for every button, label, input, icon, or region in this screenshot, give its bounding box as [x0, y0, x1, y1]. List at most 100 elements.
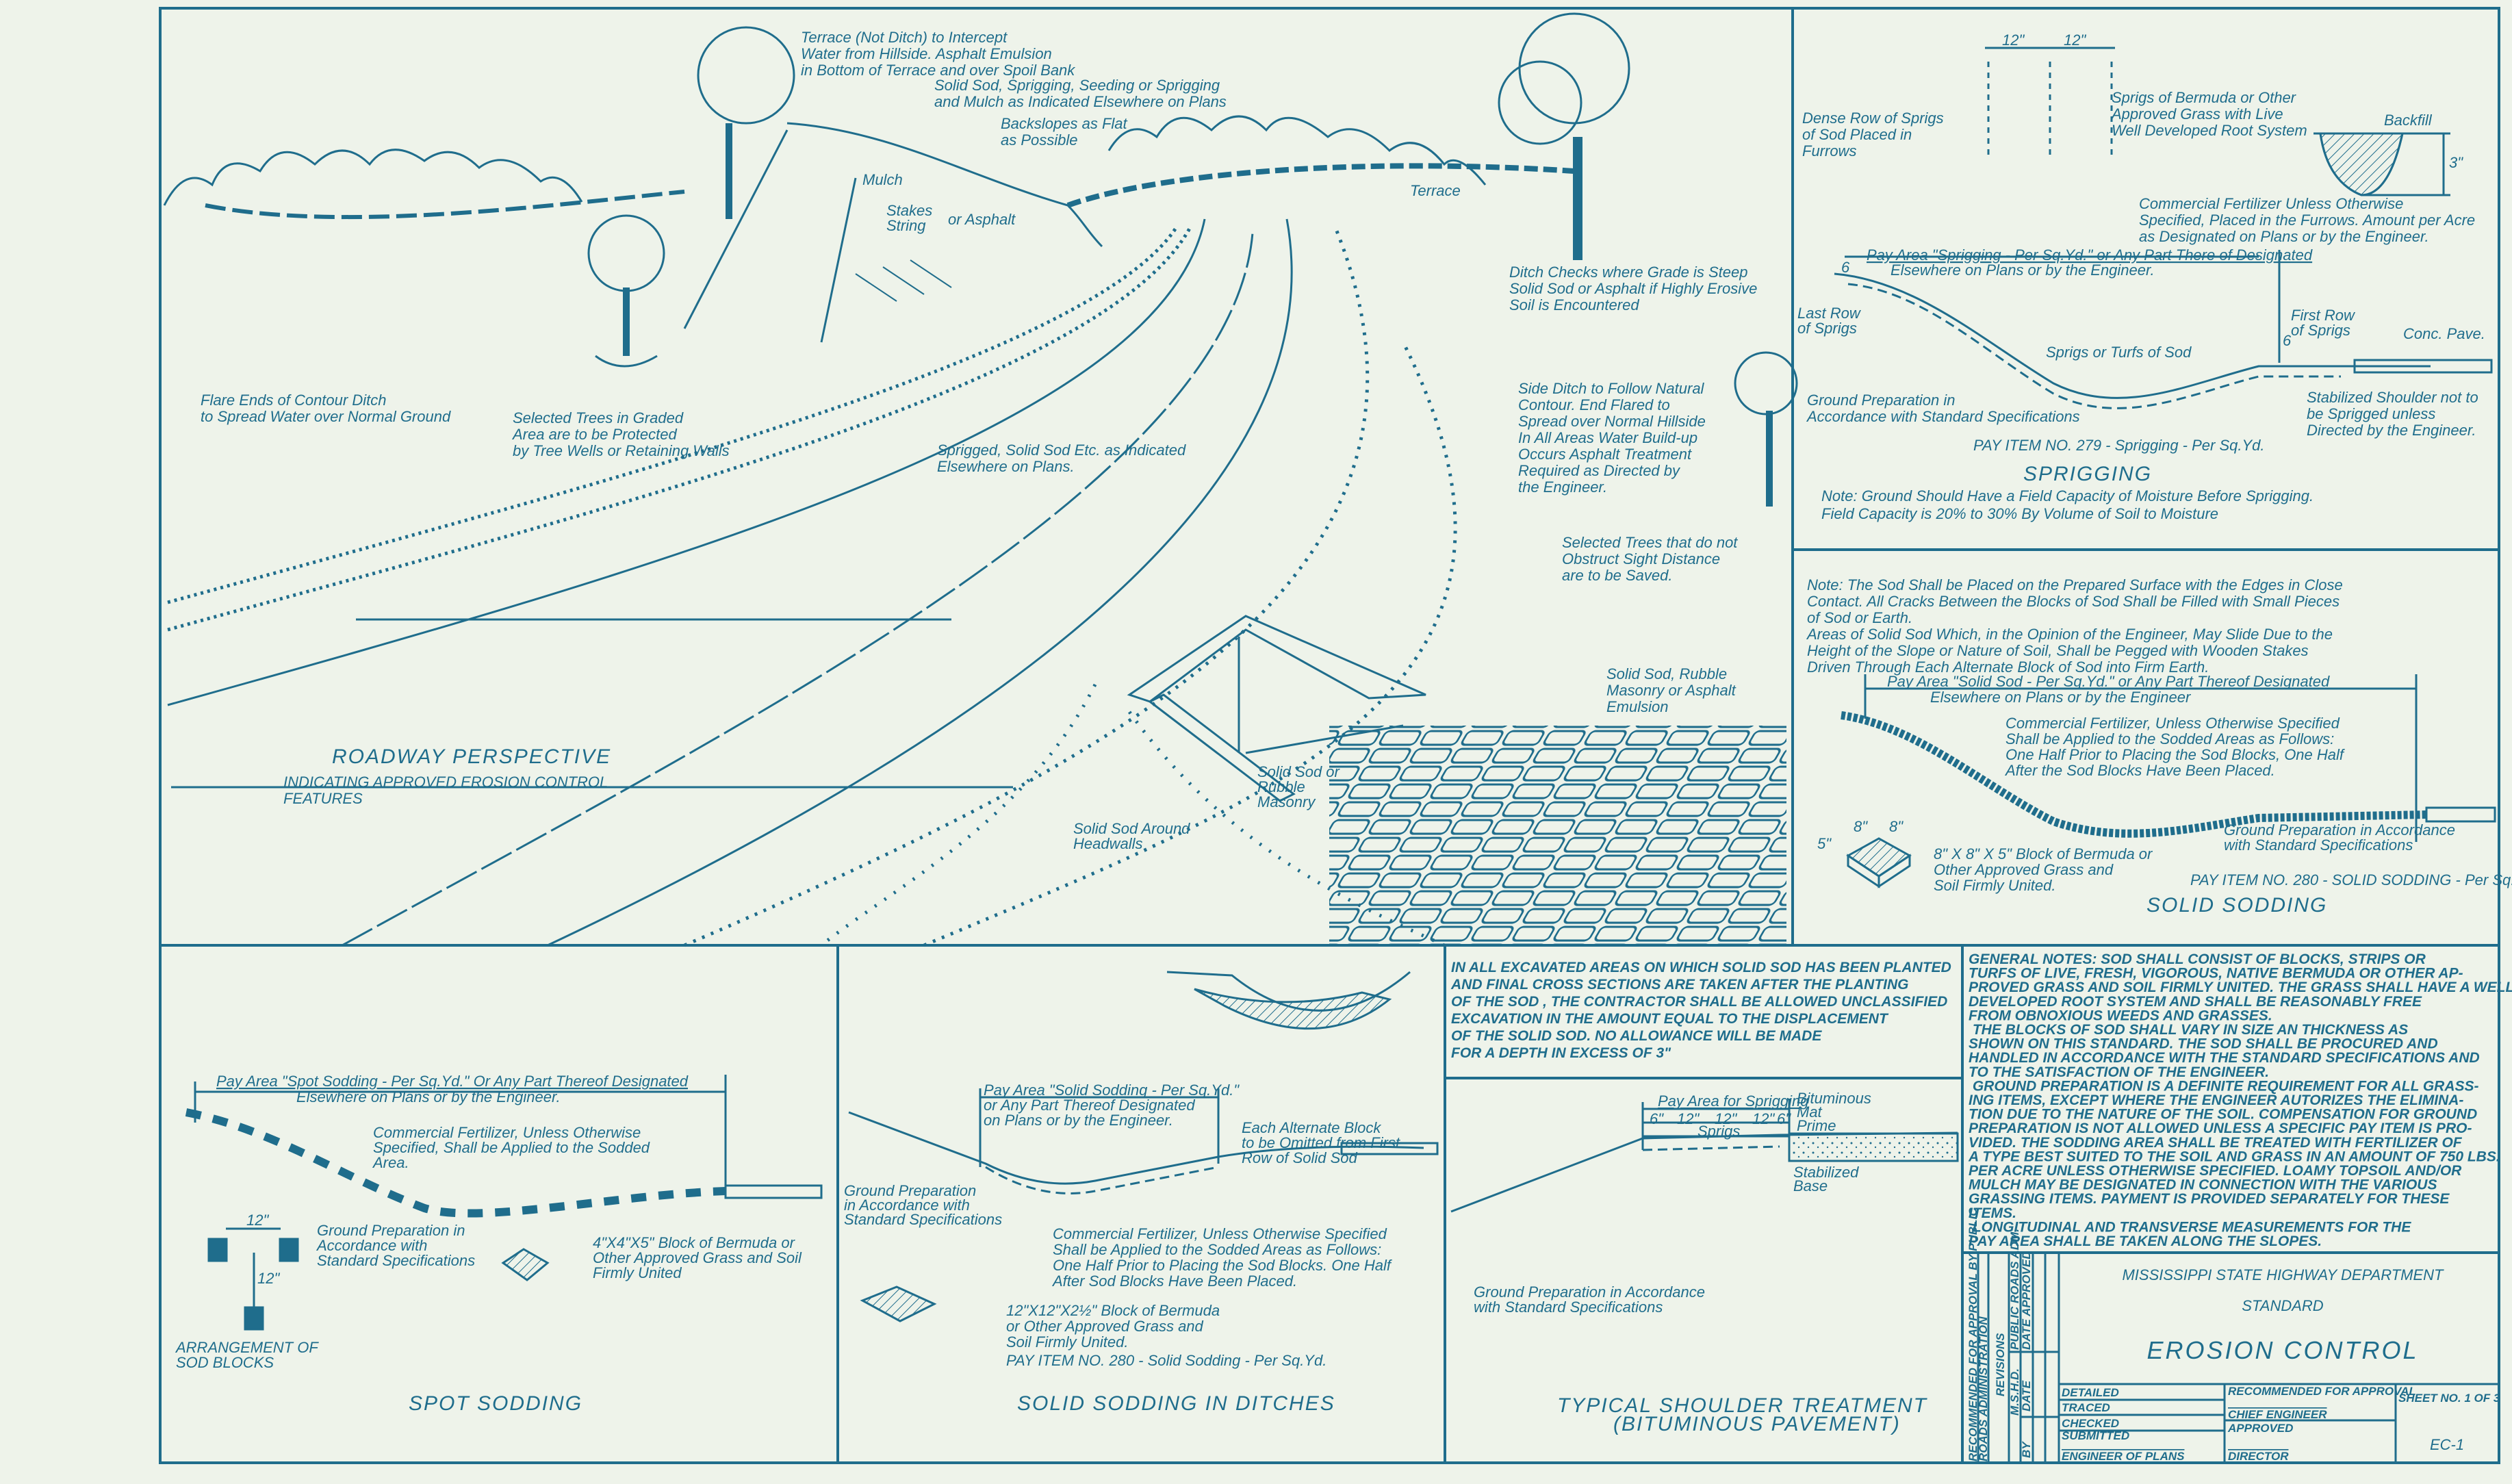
- text-line: ITEMS.: [1969, 1205, 2016, 1221]
- dimension-label: 12": [1677, 1110, 1700, 1127]
- pay-area-label: Pay Area "Solid Sod - Per Sq.Yd." or Any…: [1887, 673, 2330, 690]
- revision-column-label: M.S.H.D.: [2008, 1368, 2021, 1416]
- text-line: Other Approved Grass and: [1934, 861, 2114, 878]
- approved-label: APPROVED: [2227, 1422, 2293, 1435]
- revision-column-label: RECOMMENDED FOR APPROVAL BY PUBLIC: [1966, 1207, 1979, 1461]
- text-line: Stakes: [886, 202, 932, 219]
- text-line: DEVELOPED ROOT SYSTEM AND SHALL BE REASO…: [1969, 994, 2422, 1010]
- shoulder-subtitle: (BITUMINOUS PAVEMENT): [1613, 1413, 1901, 1435]
- engineer-of-plans-label: ENGINEER OF PLANS: [2062, 1450, 2185, 1463]
- revision-column-label: BY: [2020, 1441, 2033, 1458]
- pay-area-label: Pay Area "Sprigging - Per Sq.Yd." or Any…: [1867, 246, 2313, 264]
- text-line: Ground Preparation in Accordance: [2224, 821, 2455, 839]
- solid-sodding-note: Note: The Sod Shall be Placed on the Pre…: [1806, 576, 2343, 676]
- text-line: Other Approved Grass and Soil: [593, 1249, 802, 1266]
- revision-column-label: PUBLIC ROADS ADM.: [2008, 1229, 2021, 1350]
- text-line: AND FINAL CROSS SECTIONS ARE TAKEN AFTER…: [1450, 977, 1909, 993]
- text-line: Backslopes as Flat: [1001, 115, 1128, 132]
- text-line: Contour. End Flared to: [1518, 396, 1670, 413]
- text-line: TO THE SATISFACTION OF THE ENGINEER.: [1969, 1064, 2269, 1080]
- excavation-note-text: IN ALL EXCAVATED AREAS ON WHICH SOLID SO…: [1450, 960, 1951, 1061]
- text-line: Commercial Fertilizer, Unless Otherwise: [373, 1124, 641, 1141]
- pay-item-label: PAY ITEM NO. 280 - SOLID SODDING - Per S…: [2190, 871, 2512, 888]
- dimension-label: 6: [1841, 259, 1850, 276]
- text-line: String: [886, 217, 926, 234]
- text-line: Well Developed Root System: [2112, 122, 2307, 139]
- text-line: Directed by the Engineer.: [2307, 422, 2476, 439]
- text-line: Sprigged, Solid Sod Etc. as Indicated: [937, 442, 1186, 459]
- ditch-sodding-drawing: [848, 971, 1439, 1322]
- text-line: HANDLED IN ACCORDANCE WITH THE STANDARD …: [1969, 1050, 2480, 1066]
- text-line: Required as Directed by: [1518, 462, 1681, 479]
- text-line: Row of Solid Sod: [1242, 1149, 1358, 1166]
- text-line: Sprigs of Bermuda or Other: [2112, 89, 2297, 106]
- pay-area-label-2: Elsewhere on Plans or by the Engineer.: [296, 1088, 561, 1105]
- text-line: THE BLOCKS OF SOD SHALL VARY IN SIZE AN …: [1969, 1022, 2408, 1038]
- revision-column-label: DATE APPROVED: [2020, 1251, 2033, 1350]
- text-line: One Half Prior to Placing the Sod Blocks…: [1053, 1257, 1393, 1274]
- dimension-label: 5": [1817, 835, 1832, 852]
- text-line: Bituminous: [1797, 1090, 1871, 1107]
- text-line: 12"X12"X2½" Block of Bermuda: [1006, 1302, 1220, 1319]
- text-line: Ground Preparation: [844, 1182, 976, 1199]
- drawing-number: EC-1: [2430, 1436, 2464, 1453]
- text-line: FROM OBNOXIOUS WEEDS AND GRASSES.: [1969, 1008, 2272, 1023]
- pay-area-label: Pay Area for Sprigging: [1658, 1092, 1809, 1110]
- text-line: Selected Trees that do not: [1562, 534, 1738, 551]
- text-line: PAY AREA SHALL BE TAKEN ALONG THE SLOPES…: [1969, 1233, 2322, 1249]
- text-line: Emulsion: [1606, 698, 1668, 715]
- hillside-cut: [683, 122, 1103, 343]
- ditch-sodding-labels: Pay Area "Solid Sodding - Per Sq.Yd."or …: [844, 1082, 1400, 1415]
- text-line: Commercial Fertilizer, Unless Otherwise …: [1053, 1225, 1387, 1242]
- text-line: of Sod or Earth.: [1807, 609, 1912, 626]
- solid-sodding-drawing: [1841, 674, 2496, 888]
- text-line: Water from Hillside. Asphalt Emulsion: [801, 45, 1052, 62]
- text-line: Prime: [1797, 1117, 1836, 1134]
- text-line: Solid Sod Around: [1073, 820, 1190, 837]
- text-line: LONGITUDINAL AND TRANSVERSE MEASUREMENTS…: [1969, 1219, 2411, 1235]
- text-line: FEATURES: [283, 790, 363, 807]
- text-line: GRASSING ITEMS. PAYMENT IS PROVIDED SEPA…: [1969, 1191, 2450, 1207]
- text-line: Dense Row of Sprigs: [1802, 110, 1944, 127]
- text-line: or Any Part Thereof Designated: [984, 1097, 1195, 1114]
- solid-sodding-labels: Note: The Sod Shall be Placed on the Pre…: [1806, 576, 2512, 917]
- text-line: of Sprigs: [2291, 322, 2350, 339]
- text-line: Firmly United: [593, 1264, 682, 1281]
- text-line: Last Row: [1797, 305, 1862, 322]
- pay-area-label-2: Elsewhere on Plans or by the Engineer.: [1891, 261, 2155, 279]
- text-line: Obstruct Sight Distance: [1562, 550, 1720, 567]
- text-line: Flare Ends of Contour Ditch: [201, 392, 386, 409]
- dimension-label: 12": [257, 1270, 280, 1287]
- text-line: TURFS OF LIVE, FRESH, VIGOROUS, NATIVE B…: [1969, 966, 2463, 982]
- roadway: [167, 218, 1457, 947]
- text-line: Masonry: [1257, 793, 1316, 810]
- dimension-label: 6": [1777, 1110, 1791, 1127]
- shoulder-drawing: [1450, 1099, 1959, 1213]
- text-line: 4"X4"X5" Block of Bermuda or: [593, 1234, 796, 1251]
- text-line: Furrows: [1802, 142, 1856, 159]
- text-line: with Standard Specifications: [2224, 836, 2413, 854]
- text-line: Contact. All Cracks Between the Blocks o…: [1807, 593, 2340, 610]
- text-line: Shall be Applied to the Sodded Areas as …: [1053, 1241, 1381, 1258]
- text-line: Headwalls: [1073, 835, 1143, 852]
- text-line: OF THE SOLID SOD. NO ALLOWANCE WILL BE M…: [1451, 1028, 1822, 1044]
- text-line: Ditch Checks where Grade is Steep: [1509, 264, 1748, 281]
- text-line: Field Capacity is 20% to 30% By Volume o…: [1821, 505, 2218, 522]
- sheet-number: SHEET NO. 1 OF 3: [2398, 1392, 2500, 1405]
- spot-sodding-title: SPOT SODDING: [409, 1392, 582, 1415]
- text-line: Standard Specifications: [317, 1252, 475, 1269]
- text-line: VIDED. THE SODDING AREA SHALL BE TREATED…: [1969, 1135, 2463, 1151]
- text-line: Shall be Applied to the Sodded Areas as …: [2005, 730, 2334, 747]
- text-line: Selected Trees in Graded: [513, 409, 684, 426]
